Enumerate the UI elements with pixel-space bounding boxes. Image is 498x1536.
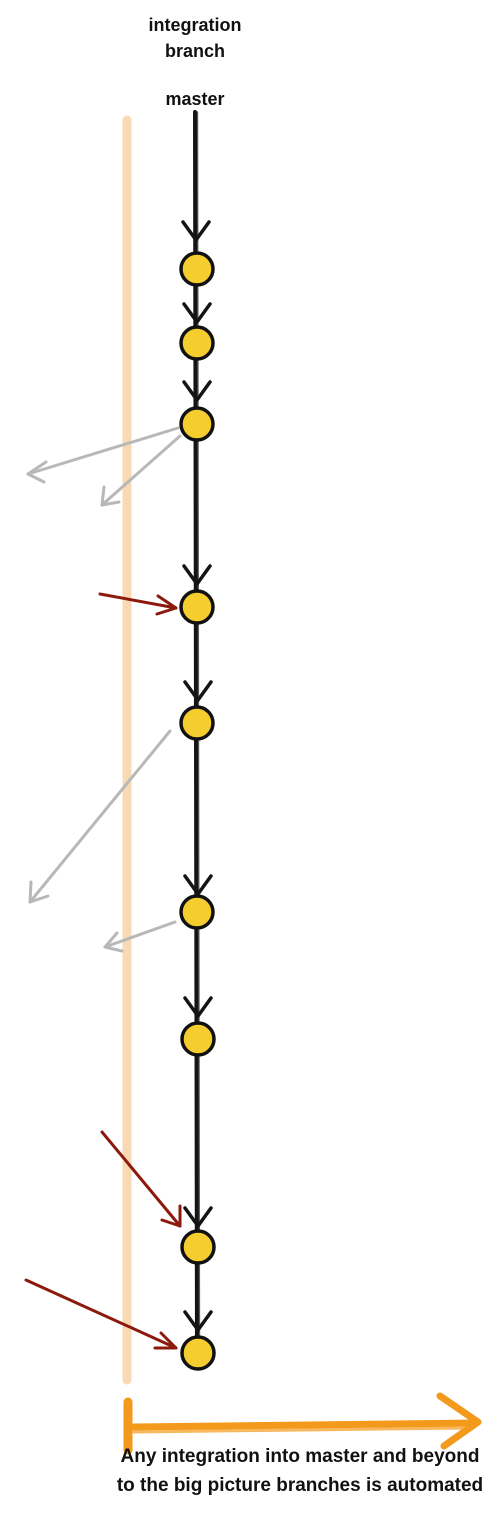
integration-branch-label: integration branch — [148, 15, 242, 61]
flow-arrowhead — [183, 1310, 213, 1332]
incoming-arrows — [24, 592, 182, 1350]
incoming-arrow — [100, 1130, 182, 1228]
flow-arrowhead — [181, 220, 211, 242]
master-label: master — [165, 89, 225, 109]
flow-arrowhead — [183, 1206, 213, 1228]
automation-caption: Any integration into master and beyond t… — [116, 1446, 484, 1496]
commit-node — [179, 251, 215, 287]
flow-arrowhead — [182, 380, 212, 402]
outgoing-arrow — [28, 729, 172, 904]
outgoing-arrow — [103, 920, 177, 953]
incoming-arrow — [24, 1278, 178, 1350]
commit-node — [179, 406, 215, 442]
incoming-arrow — [98, 592, 178, 616]
commit-node — [179, 325, 215, 361]
commit-node — [180, 1021, 216, 1057]
outgoing-arrow — [100, 434, 182, 507]
flow-arrowhead — [182, 302, 212, 324]
flow-arrowhead — [183, 874, 213, 896]
flow-arrowhead — [183, 996, 213, 1018]
commit-node — [180, 1229, 216, 1265]
commit-node — [179, 894, 215, 930]
commit-node — [179, 589, 215, 625]
commit-node — [180, 1335, 216, 1371]
flow-arrowhead — [183, 680, 213, 702]
commit-node — [179, 705, 215, 741]
flow-arrowhead — [182, 564, 212, 586]
flow-arrowheads — [181, 220, 213, 1332]
commits — [179, 251, 216, 1371]
outgoing-arrows — [26, 426, 182, 953]
outgoing-arrow — [26, 426, 180, 484]
automation-arrow — [123, 1392, 482, 1455]
